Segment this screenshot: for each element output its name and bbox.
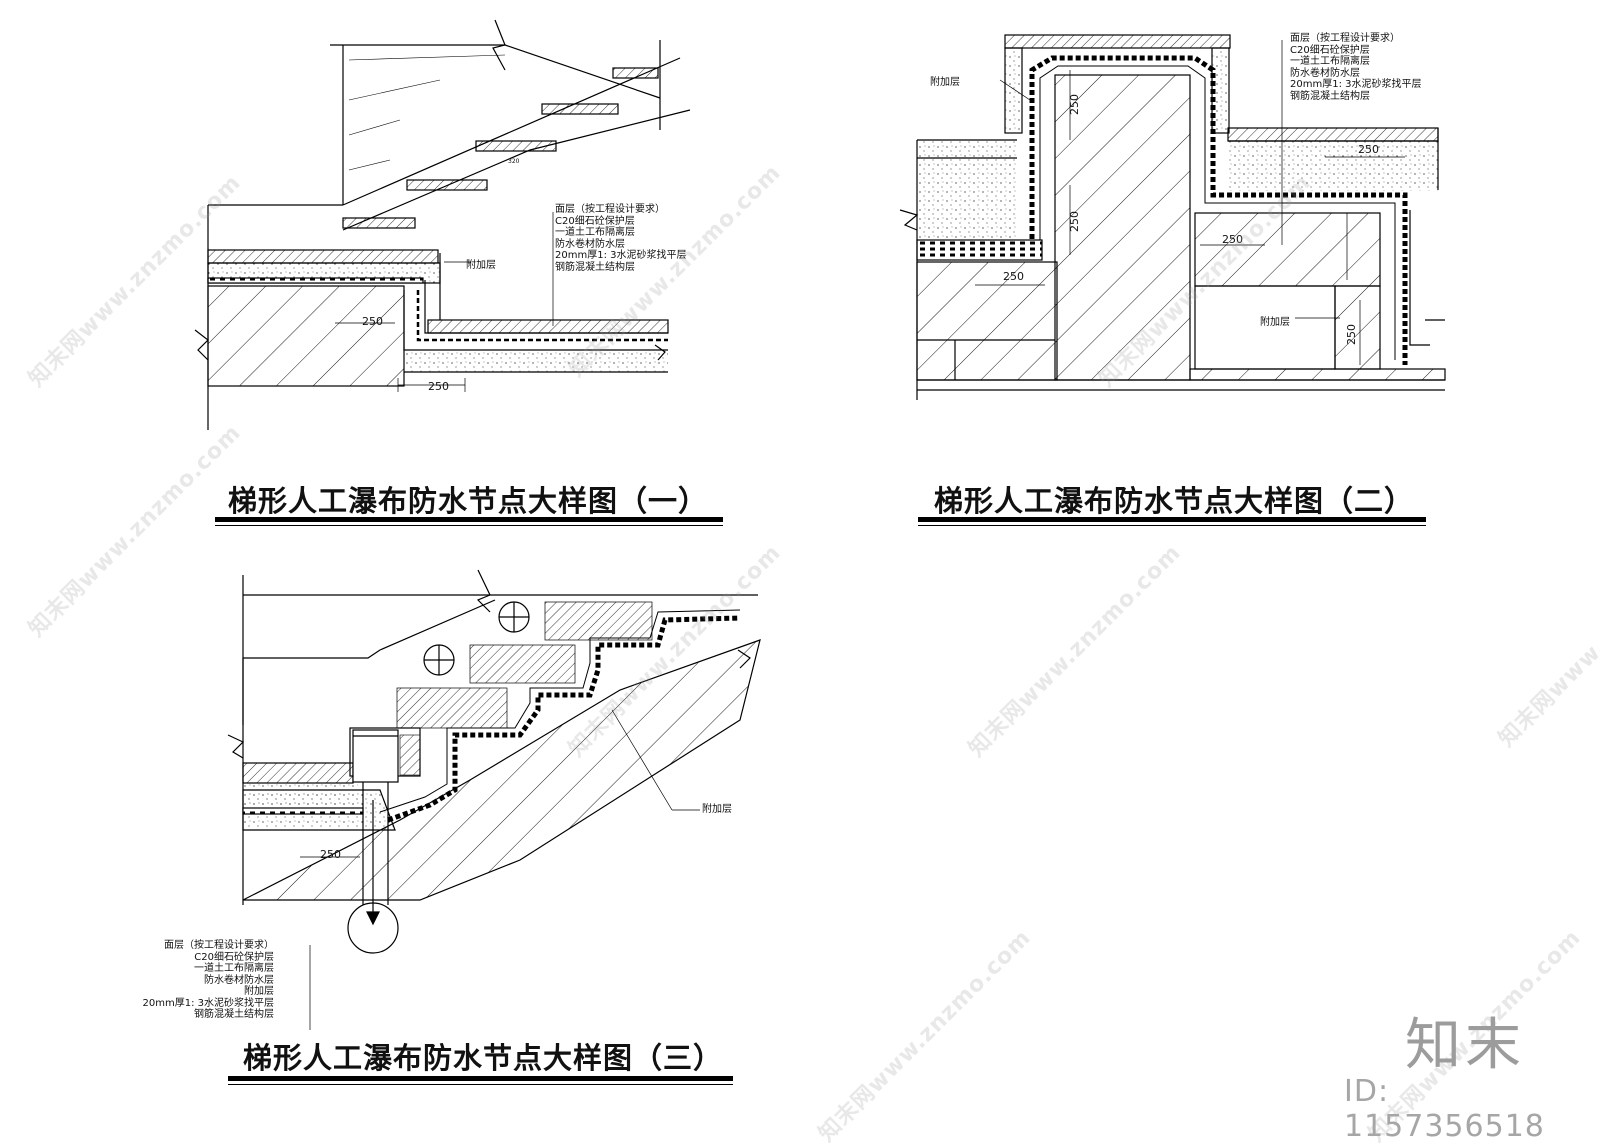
layer-label: 防水卷材防水层 bbox=[1290, 67, 1360, 79]
layer-label: 一道土工布隔离层 bbox=[1290, 56, 1370, 67]
detail-2-dimension: 250 bbox=[1068, 94, 1081, 115]
asset-id: ID: 1157356518 bbox=[1344, 1074, 1545, 1144]
layer-label: 面层（按工程设计要求） bbox=[555, 204, 665, 215]
detail-2-dimension: 250 bbox=[1003, 270, 1024, 283]
detail-2-layer-legend: 面层（按工程设计要求） C20细石砼保护层 一道土工布隔离层 防水卷材防水层 2… bbox=[1290, 33, 1421, 102]
detail-1-extra-layer-label: 附加层 bbox=[466, 260, 496, 271]
layer-label: 20mm厚1: 3水泥砂浆找平层 bbox=[555, 250, 687, 261]
detail-1-title-rule bbox=[215, 517, 723, 522]
layer-label: 钢筋混凝土结构层 bbox=[1290, 90, 1370, 102]
layer-label: 防水卷材防水层 bbox=[204, 974, 274, 986]
layer-label: 20mm厚1: 3水泥砂浆找平层 bbox=[142, 997, 274, 1009]
layer-label: 钢筋混凝土结构层 bbox=[555, 261, 635, 273]
layer-label: 钢筋混凝土结构层 bbox=[194, 1009, 274, 1020]
detail-2-title-rule bbox=[918, 517, 1426, 522]
detail-3-dimension: 250 bbox=[320, 848, 341, 861]
detail-1-drawing bbox=[194, 19, 691, 430]
layer-label: C20细石砼保护层 bbox=[1290, 44, 1370, 56]
detail-3-drawing bbox=[227, 569, 761, 1030]
brand-logo: 知末 bbox=[1405, 1013, 1525, 1078]
detail-2-dimension: 250 bbox=[1068, 211, 1081, 232]
detail-2-dimension: 250 bbox=[1345, 324, 1358, 345]
detail-2-dimension: 250 bbox=[1358, 143, 1379, 156]
layer-label: 防水卷材防水层 bbox=[555, 238, 625, 250]
detail-1-small-label: 320 bbox=[508, 158, 520, 165]
detail-3-title-rule bbox=[228, 1076, 733, 1081]
layer-label: C20细石砼保护层 bbox=[194, 951, 274, 963]
detail-3-extra-layer-label: 附加层 bbox=[702, 804, 732, 815]
layer-label: 附加层 bbox=[244, 986, 274, 997]
detail-2-drawing bbox=[899, 34, 1446, 400]
detail-2-extra-layer-label-top: 附加层 bbox=[930, 77, 960, 88]
detail-1-title-rule-thin bbox=[215, 525, 723, 526]
detail-3-title-rule-thin bbox=[228, 1084, 733, 1085]
detail-3-title: 梯形人工瀑布防水节点大样图（三） bbox=[243, 1041, 724, 1075]
detail-2-title: 梯形人工瀑布防水节点大样图（二） bbox=[934, 484, 1415, 518]
detail-1-title: 梯形人工瀑布防水节点大样图（一） bbox=[228, 484, 709, 518]
layer-label: 面层（按工程设计要求） bbox=[1290, 33, 1400, 44]
detail-2-dimension: 250 bbox=[1222, 233, 1243, 246]
layer-label: C20细石砼保护层 bbox=[555, 215, 635, 227]
layer-label: 一道土工布隔离层 bbox=[555, 227, 635, 238]
layer-label: 20mm厚1: 3水泥砂浆找平层 bbox=[1290, 79, 1422, 90]
detail-1-dimension: 250 bbox=[362, 315, 383, 328]
detail-2-extra-layer-label-bottom: 附加层 bbox=[1260, 317, 1290, 328]
detail-1-layer-legend: 面层（按工程设计要求） C20细石砼保护层 一道土工布隔离层 防水卷材防水层 2… bbox=[555, 204, 686, 273]
detail-1-dimension: 250 bbox=[428, 380, 449, 393]
layer-label: 一道土工布隔离层 bbox=[194, 963, 274, 974]
layer-label: 面层（按工程设计要求） bbox=[164, 940, 274, 951]
detail-2-title-rule-thin bbox=[918, 525, 1426, 526]
detail-3-layer-legend: 面层（按工程设计要求） C20细石砼保护层 一道土工布隔离层 防水卷材防水层 附… bbox=[128, 940, 274, 1021]
